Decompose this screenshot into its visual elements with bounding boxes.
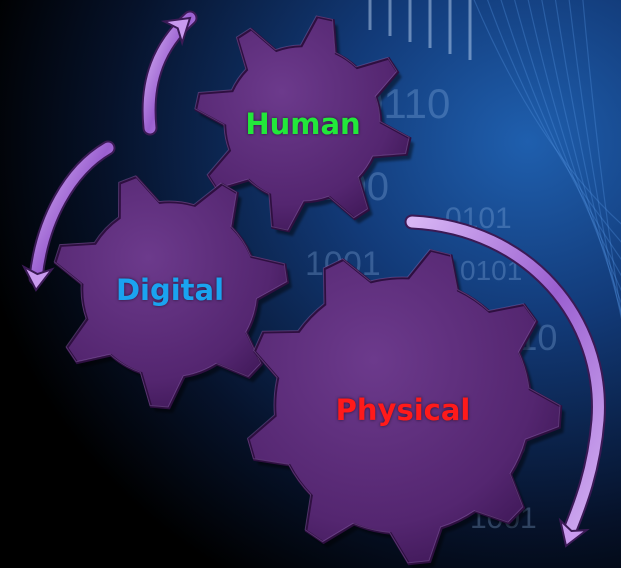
gear-human-body — [194, 15, 412, 233]
arrow-to-human — [141, 10, 198, 136]
arrow-to-physical-head — [558, 517, 590, 548]
gear-label-digital: Digital — [115, 273, 225, 307]
circuit-line — [568, 0, 621, 319]
gear-label-physical: Physical — [335, 393, 471, 427]
gear-digital — [53, 175, 292, 413]
background-circuit-lines — [368, 0, 621, 319]
gear-digital-highlight — [53, 175, 288, 408]
gear-human-highlight — [194, 15, 410, 231]
arrow-to-physical — [404, 214, 606, 548]
circuit-line — [582, 0, 621, 316]
arrow-to-digital-head — [21, 264, 55, 292]
gear-label-human: Human — [245, 107, 361, 141]
gear-physical-highlight — [246, 248, 561, 564]
circuit-line — [473, 0, 621, 225]
gears-layer — [53, 15, 565, 568]
arrow-to-digital — [21, 140, 116, 292]
arrows-layer — [21, 10, 606, 548]
circuit-line — [487, 0, 621, 243]
gear-physical — [246, 248, 565, 568]
arrow-to-physical-shaft — [406, 216, 604, 536]
gear-digital-body — [53, 175, 290, 410]
gear-human — [194, 15, 415, 237]
circuit-line — [514, 0, 621, 277]
gear-physical-body — [247, 249, 563, 566]
circuit-line — [500, 0, 621, 260]
circuit-line — [527, 0, 621, 292]
arrow-to-human-head — [160, 16, 192, 47]
circuit-line — [541, 0, 621, 304]
arrow-to-digital-shaft — [30, 142, 114, 284]
circuit-line — [554, 0, 621, 314]
